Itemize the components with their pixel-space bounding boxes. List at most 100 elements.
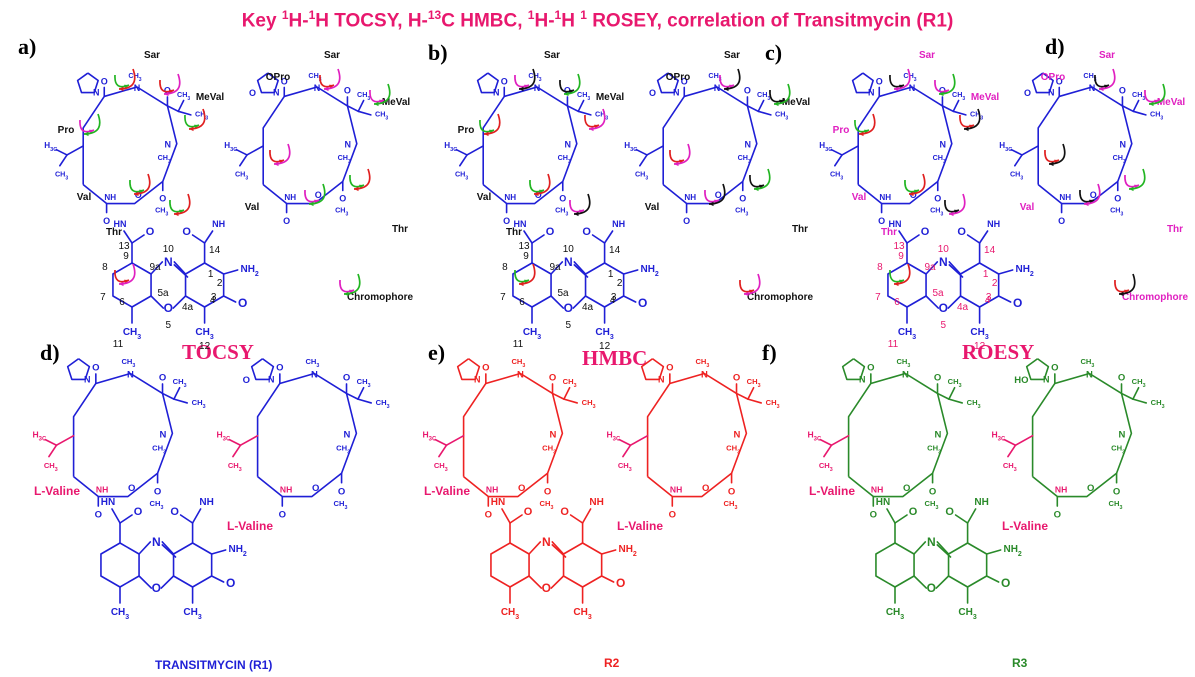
bond-chain	[476, 72, 499, 94]
ester-o: O	[903, 483, 910, 494]
residue-label: Chromophore	[347, 292, 414, 303]
carbonyl-o: O	[283, 216, 290, 226]
amide-n: N	[1086, 370, 1093, 381]
bond-chain	[662, 86, 758, 205]
position-number: 5a	[557, 288, 569, 299]
panel-label-d-top: d)	[1045, 34, 1065, 59]
methyl-label: CH3	[192, 398, 206, 410]
carbonyl-o: O	[582, 226, 591, 238]
bond	[591, 234, 606, 244]
panel-label-c: c)	[765, 40, 783, 65]
methyl-label: CH3	[726, 443, 740, 455]
amide-nh: NH	[199, 497, 213, 508]
methyl-label: CH3	[970, 110, 983, 122]
carbonyl-o: O	[159, 372, 166, 383]
amide-n: N	[127, 370, 134, 381]
amide-nh: NH	[1059, 193, 1071, 202]
amide-nh: NH	[612, 219, 625, 229]
methyl-label: H3C	[624, 141, 637, 153]
bond	[222, 295, 237, 303]
position-number: 7	[875, 292, 881, 303]
title-part: H-	[288, 10, 309, 32]
carbonyl-o: O	[728, 486, 735, 497]
residue-label: Chromophore	[747, 292, 814, 303]
amide-hn: HN	[514, 219, 527, 229]
amide-n: N	[1120, 140, 1127, 150]
amide-n: N	[1089, 83, 1096, 93]
bond-chain	[646, 372, 748, 498]
residue-label: MeVal	[782, 97, 811, 108]
methyl-label: CH3	[1010, 170, 1023, 182]
amide-nh: NH	[486, 485, 498, 495]
methyl-label: CH3	[173, 377, 187, 389]
bond	[166, 105, 180, 113]
arrow-head	[574, 211, 579, 217]
methyl-label: CH3	[898, 327, 916, 341]
bond-chain	[100, 542, 140, 588]
bond-chain	[456, 358, 481, 381]
bond	[357, 110, 372, 116]
amide-nh: NH	[284, 193, 296, 202]
bond	[150, 295, 165, 309]
bond	[203, 230, 214, 244]
position-number: 11	[888, 339, 899, 350]
methyl-label: CH3	[933, 153, 946, 165]
bond	[735, 392, 749, 400]
bond	[581, 508, 592, 524]
bond	[563, 386, 571, 400]
carbonyl-o: O	[103, 216, 110, 226]
ring-n: N	[84, 374, 91, 384]
methyl-label: CH3	[723, 499, 737, 511]
bond	[550, 575, 565, 589]
carbonyl-o: O	[616, 576, 625, 590]
position-number: 7	[500, 292, 506, 303]
residue-label: Thr	[881, 227, 897, 238]
position-number: 5a	[157, 288, 169, 299]
carbonyl-o: O	[238, 296, 247, 310]
methyl-label: CH3	[830, 170, 843, 182]
methyl-label: CH3	[183, 607, 201, 621]
ester-o: O	[312, 483, 319, 494]
arrow-head	[564, 91, 569, 97]
amide-n: N	[314, 83, 321, 93]
bond-chain	[847, 372, 949, 498]
position-number: 9a	[149, 262, 161, 273]
position-number: 8	[502, 262, 508, 273]
panel-label-f: f)	[762, 340, 777, 365]
carbonyl-o: O	[957, 226, 966, 238]
ring-o: O	[164, 301, 173, 315]
bond-chain	[875, 542, 915, 588]
methyl-label: CH3	[695, 357, 709, 369]
carbonyl-o: O	[1013, 296, 1022, 310]
bond-chain	[172, 542, 213, 588]
position-number: 7	[100, 292, 106, 303]
bond	[44, 438, 58, 447]
amide-n: N	[517, 370, 524, 381]
bond	[886, 508, 896, 524]
amide-hn: HN	[101, 497, 115, 508]
residue-label: Val	[477, 192, 492, 203]
methyl-label: CH3	[1080, 357, 1094, 369]
bond	[966, 234, 981, 244]
title-part: H TOCSY, H-	[315, 10, 428, 32]
methyl-label: CH3	[111, 607, 129, 621]
bond	[232, 444, 242, 458]
methyl-label: CH3	[927, 443, 941, 455]
bond	[160, 575, 175, 589]
ester-o: O	[518, 483, 525, 494]
amide-nh: NH	[670, 485, 682, 495]
ring-n: N	[939, 255, 948, 269]
bond	[823, 444, 833, 458]
methyl-label: H3C	[44, 141, 57, 153]
amide-n: N	[165, 140, 172, 150]
carbonyl-o: O	[154, 486, 161, 497]
bond	[622, 444, 632, 458]
methyl-label: CH3	[1113, 153, 1126, 165]
bond	[357, 398, 373, 404]
arrow-head	[534, 191, 539, 197]
amide-n: N	[534, 83, 541, 93]
methyl-label: CH3	[152, 443, 166, 455]
panel-label-a: a)	[18, 34, 37, 59]
bond	[111, 508, 121, 524]
